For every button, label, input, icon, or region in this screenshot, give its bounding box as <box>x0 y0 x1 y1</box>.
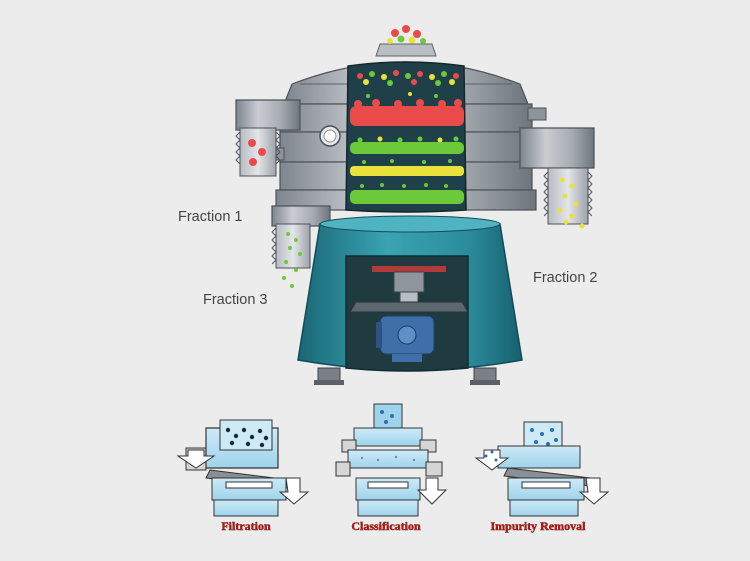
label-classification: Classification <box>351 519 421 533</box>
vibrator-base <box>298 216 522 385</box>
mode-filtration-diagram <box>178 420 308 516</box>
label-fraction-1: Fraction 1 <box>178 209 242 225</box>
label-fraction-3: Fraction 3 <box>203 292 267 308</box>
cutaway-sieve-layers <box>346 62 466 212</box>
mode-classification-diagram <box>336 404 446 516</box>
feed-inlet <box>376 25 436 56</box>
label-impurity-removal: Impurity Removal <box>491 519 587 533</box>
label-filtration: Filtration <box>221 519 271 533</box>
label-fraction-2: Fraction 2 <box>533 270 597 286</box>
mode-impurity-removal-diagram <box>476 422 608 516</box>
